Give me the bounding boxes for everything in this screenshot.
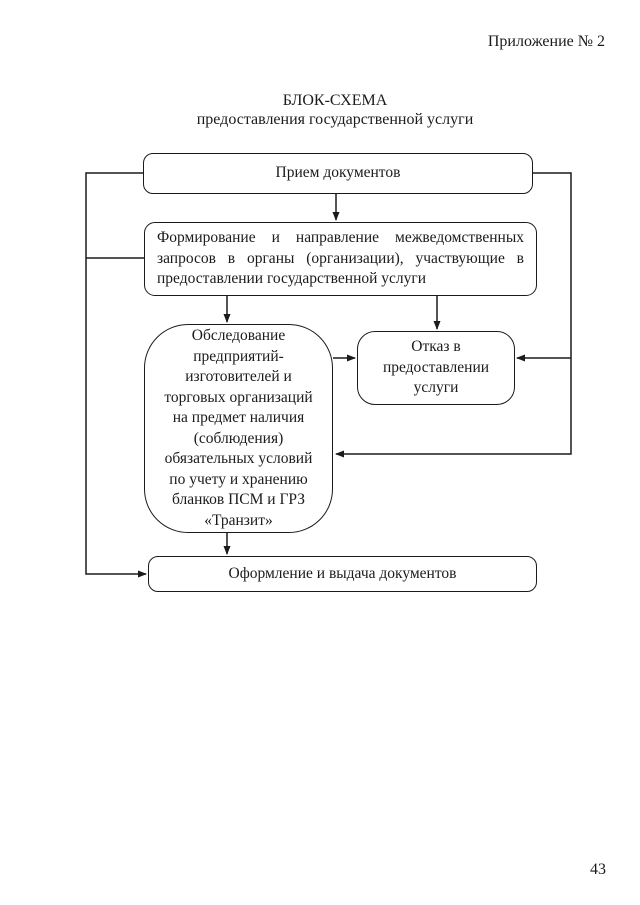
node-refusal: Отказ в предоставлении услуги [357,331,515,405]
node-reception: Прием документов [143,153,533,194]
node-requests-label: Формирование и направление межведомствен… [157,229,524,288]
node-inspection-label: Обследование предприятий-изготовителей и… [164,327,313,529]
diagram-title: БЛОК-СХЕМА [282,92,388,109]
node-refusal-label: Отказ в предоставлении услуги [382,338,490,397]
node-issuance: Оформление и выдача документов [148,556,537,592]
diagram-subtitle: предоставления государственной услуги [196,111,474,128]
node-reception-label: Прием документов [275,164,401,182]
appendix-label: Приложение № 2 [487,33,605,50]
node-inspection: Обследование предприятий-изготовителей и… [144,324,333,533]
node-requests: Формирование и направление межведомствен… [144,222,537,296]
node-issuance-label: Оформление и выдача документов [228,564,457,582]
page-number: 43 [590,861,606,878]
edge-right-rail-to-inspection [335,172,572,458]
edge-left-rail [85,172,147,578]
